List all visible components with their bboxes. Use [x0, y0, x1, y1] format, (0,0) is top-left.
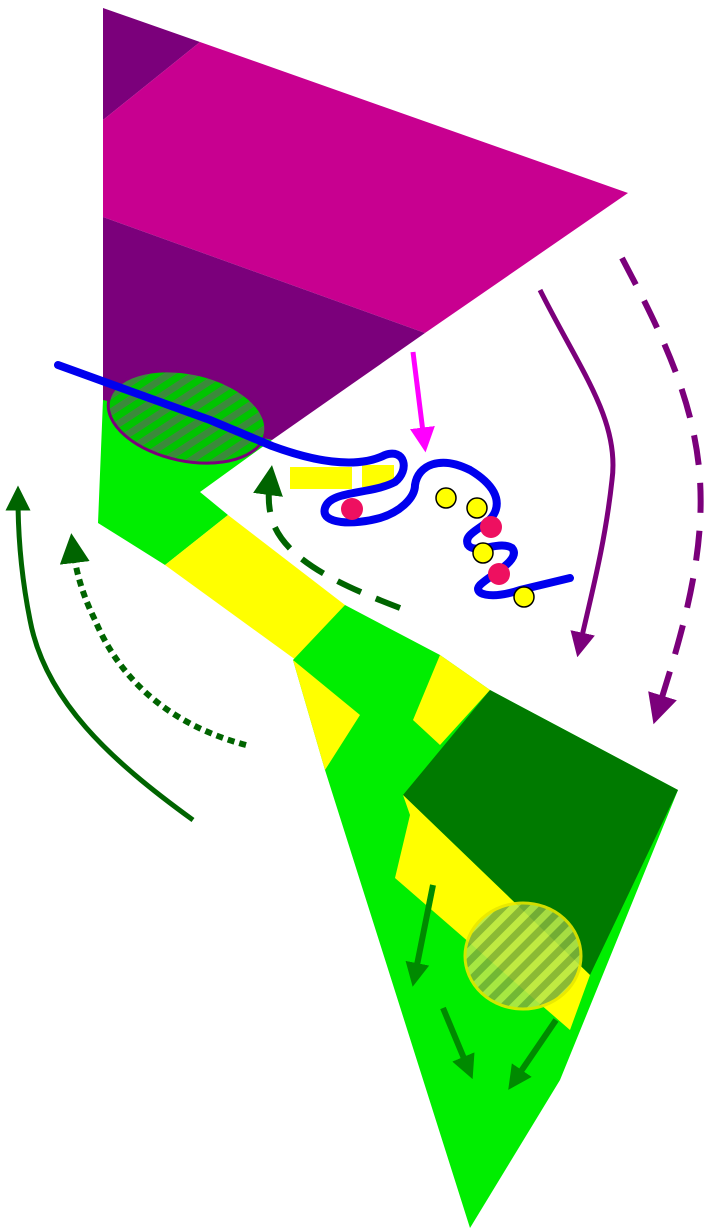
dashed-purple-arrow [622, 258, 701, 710]
yellow-bead [514, 587, 534, 607]
yellow-bead [467, 498, 487, 518]
yellow-bead [436, 488, 456, 508]
red-bead [480, 516, 502, 538]
yellow-segment-1 [290, 467, 352, 489]
red-bead [341, 498, 363, 520]
red-bead [488, 563, 510, 585]
magenta-pointer-arrow [413, 352, 424, 440]
solid-purple-arrow [540, 290, 613, 645]
yellow-bead [473, 543, 493, 563]
membrane-patch-lower [465, 903, 581, 1009]
